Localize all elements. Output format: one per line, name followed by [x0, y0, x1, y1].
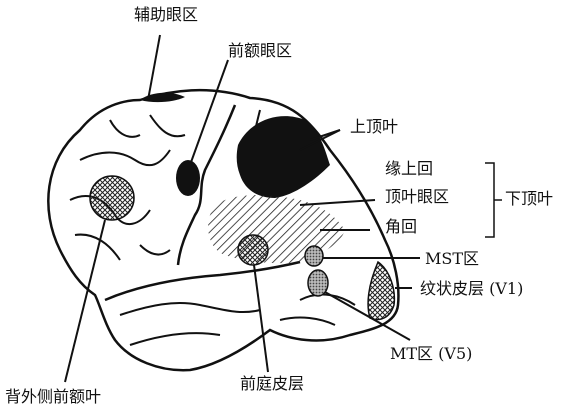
label-dorsolateral-prefrontal: 背外侧前额叶: [5, 388, 101, 406]
label-frontal-eye-field: 前额眼区: [228, 42, 292, 60]
label-inferior-parietal-lobule: 下顶叶: [505, 190, 553, 208]
prestriate-mark: [238, 235, 268, 265]
label-angular-gyrus: 角回: [385, 218, 417, 236]
mst-mark: [305, 246, 323, 266]
label-supramarginal-gyrus: 缘上回: [385, 160, 433, 178]
label-parietal-eye-field: 顶叶眼区: [385, 188, 449, 206]
dlpfc-mark: [90, 176, 134, 220]
frontal-eye-field-mark: [176, 160, 200, 196]
label-prestriate-cortex: 前庭皮层: [240, 375, 304, 393]
label-striate-cortex: 纹状皮层 (V1): [420, 280, 523, 298]
label-supplementary-eye-field: 辅助眼区: [134, 6, 198, 24]
inferior-parietal-bracket: [485, 163, 502, 237]
label-mt-area: MT区 (V5): [390, 345, 472, 363]
label-mst-area: MST区: [425, 250, 479, 268]
label-superior-parietal-lobule: 上顶叶: [350, 118, 398, 136]
